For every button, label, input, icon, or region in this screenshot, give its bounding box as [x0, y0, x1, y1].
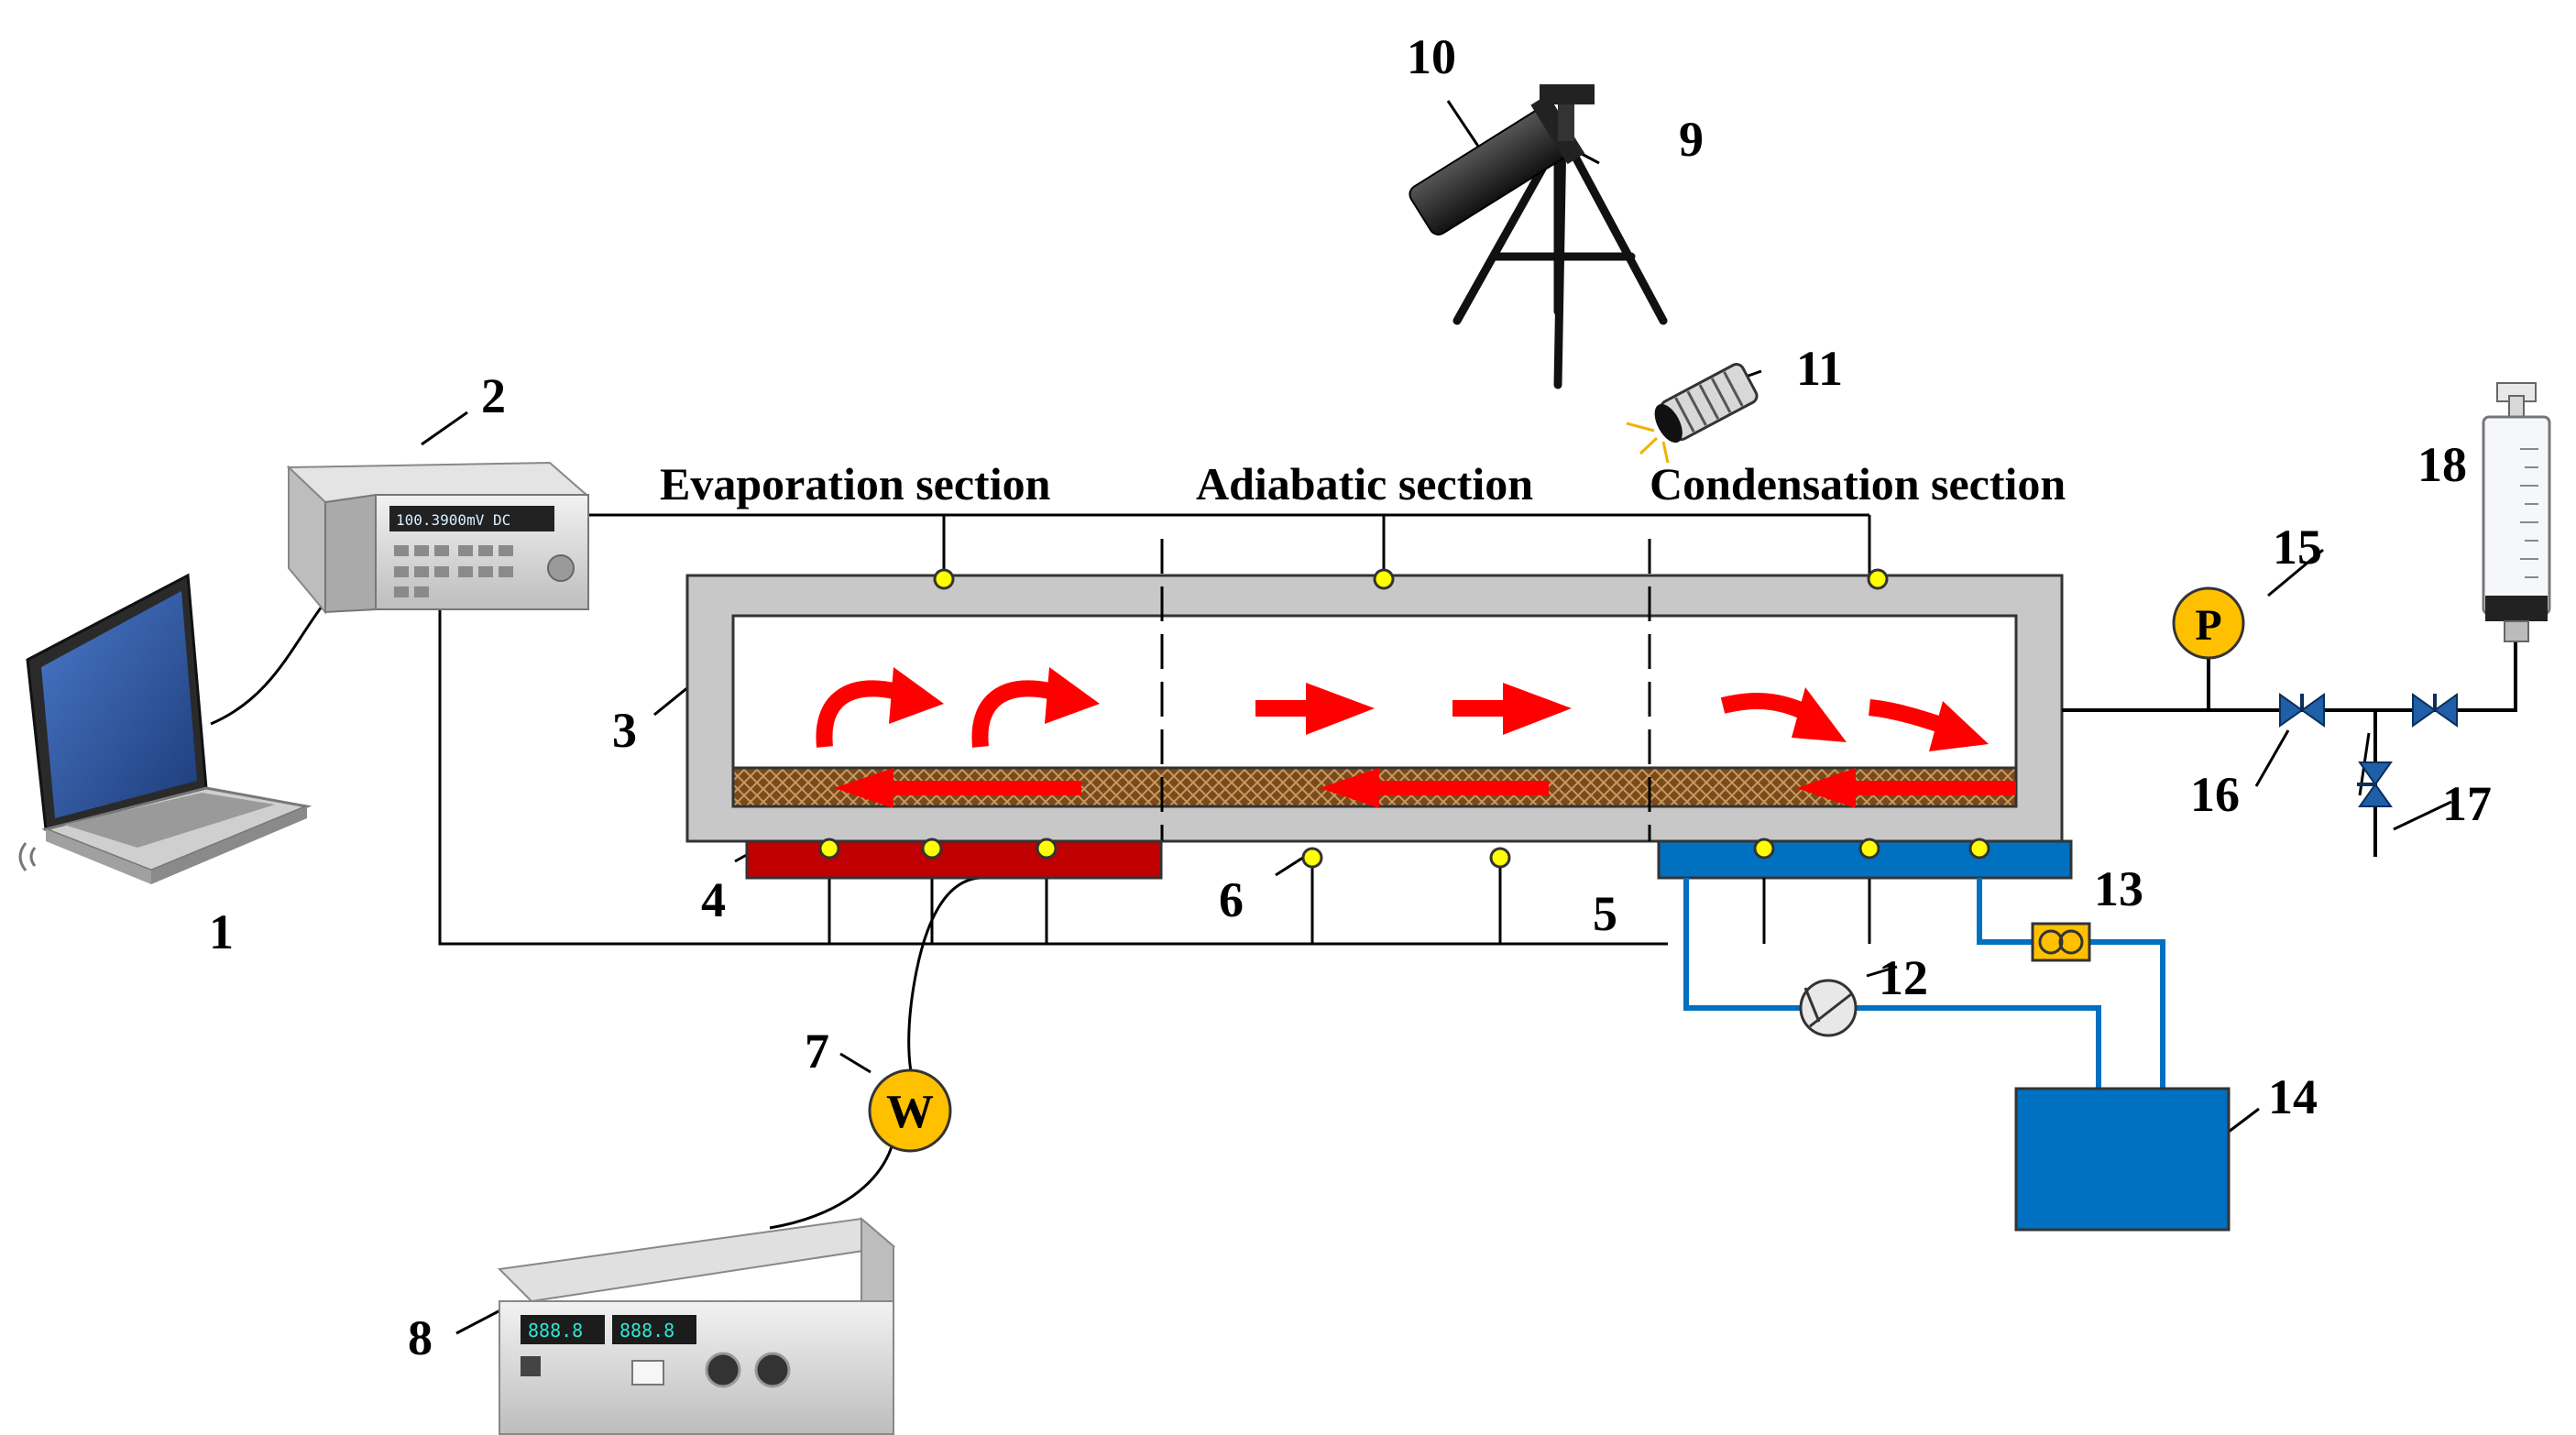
camera-icon — [1409, 84, 1595, 236]
label-8: 8 — [408, 1310, 433, 1365]
vapor-flow-arrows — [816, 667, 1989, 751]
water-circuit — [1683, 878, 2165, 1089]
pressure-gauge-symbol: P — [2195, 601, 2221, 650]
label-1: 1 — [209, 904, 234, 959]
pressure-gauge-icon: P — [2172, 586, 2245, 660]
power-supply-icon: 888.8 888.8 — [497, 1216, 896, 1435]
label-6: 6 — [1219, 872, 1244, 927]
label-5: 5 — [1593, 886, 1617, 941]
thermocouple-point — [1036, 838, 1058, 860]
label-17: 17 — [2442, 776, 2492, 831]
thermocouple-point — [1858, 838, 1880, 860]
power-supply-display-1: 888.8 — [528, 1320, 583, 1342]
label-7: 7 — [805, 1024, 829, 1079]
label-14: 14 — [2268, 1069, 2318, 1124]
adiabatic-section-label: Adiabatic section — [1196, 458, 1533, 509]
thermocouple-point — [1373, 568, 1395, 590]
label-4: 4 — [701, 872, 726, 927]
power-supply-display-2: 888.8 — [619, 1320, 674, 1342]
thermocouple-point — [1489, 847, 1511, 869]
thermocouple-point — [1301, 847, 1323, 869]
thermocouple-point — [933, 568, 955, 590]
pump-icon — [1799, 979, 1858, 1037]
label-15: 15 — [2273, 520, 2322, 575]
light-source-icon — [1626, 363, 1759, 464]
label-12: 12 — [1879, 950, 1928, 1005]
thermocouples — [818, 568, 1990, 869]
wattmeter-symbol: W — [886, 1086, 934, 1138]
daq-display-readout: 100.3900mV DC — [396, 511, 510, 529]
label-10: 10 — [1407, 29, 1456, 84]
condensation-section-label: Condensation section — [1650, 458, 2066, 509]
label-18: 18 — [2417, 437, 2467, 492]
water-tank-icon — [2014, 1087, 2231, 1232]
flowmeter-icon — [2031, 922, 2091, 962]
label-2: 2 — [481, 368, 506, 423]
label-9: 9 — [1679, 112, 1704, 167]
label-11: 11 — [1796, 341, 1843, 396]
wattmeter-icon: W — [868, 1068, 952, 1153]
thermocouple-point — [818, 838, 840, 860]
valve-icon — [2279, 693, 2458, 807]
liquid-return-arrows — [834, 768, 2016, 808]
thermocouple-point — [1753, 838, 1775, 860]
thermocouple-point — [1968, 838, 1990, 860]
syringe-icon — [2482, 382, 2551, 642]
label-3: 3 — [612, 703, 637, 758]
heater-block — [745, 839, 1163, 880]
label-13: 13 — [2094, 861, 2143, 916]
laptop-icon — [18, 573, 312, 884]
vapor-core — [731, 614, 2018, 770]
label-16: 16 — [2190, 767, 2240, 822]
evaporation-section-label: Evaporation section — [660, 458, 1051, 509]
thermocouple-point — [921, 838, 943, 860]
thermocouple-point — [1867, 568, 1889, 590]
data-logger-icon: 100.3900mV DC — [286, 461, 589, 615]
